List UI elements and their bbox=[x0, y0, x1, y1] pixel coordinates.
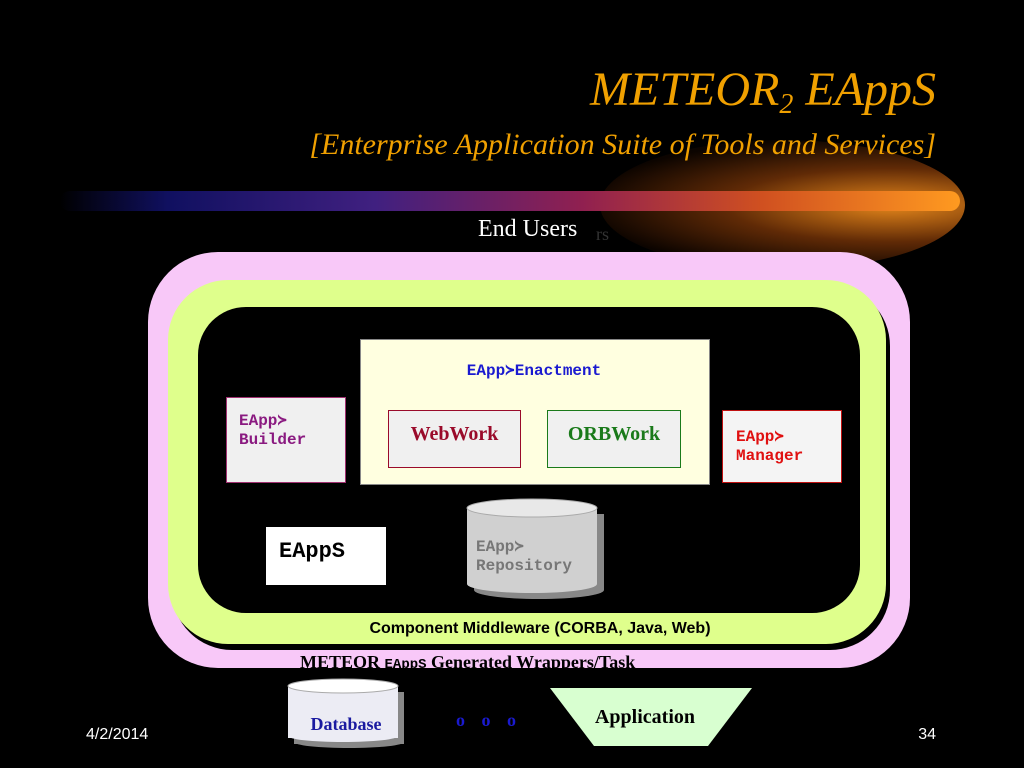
eapps-box bbox=[266, 527, 386, 585]
manager-box bbox=[722, 410, 842, 483]
title-subscript: 2 bbox=[779, 89, 794, 120]
ellipsis-dots: o o o bbox=[456, 710, 522, 730]
builder-label: EApp≻Builder bbox=[239, 412, 307, 450]
webwork-box bbox=[388, 410, 521, 468]
slide-title: METEOR2 EAppS bbox=[590, 63, 936, 120]
footer-date: 4/2/2014 bbox=[86, 726, 149, 743]
repository-cylinder-icon bbox=[466, 498, 604, 599]
middleware-label: Component Middleware (CORBA, Java, Web) bbox=[369, 620, 711, 637]
orbwork-box bbox=[547, 410, 681, 468]
webwork-label: WebWork bbox=[410, 423, 499, 445]
footer-page-number: 34 bbox=[918, 726, 936, 743]
database-label: Database bbox=[310, 714, 382, 734]
application-label: Application bbox=[594, 706, 696, 728]
builder-box bbox=[226, 397, 346, 483]
enactment-label: EApp≻Enactment bbox=[466, 362, 602, 380]
repository-label: EApp≻Repository bbox=[476, 538, 573, 576]
ghost-text: rs bbox=[596, 224, 609, 244]
manager-label: EApp≻Manager bbox=[736, 428, 804, 466]
orbwork-label: ORBWork bbox=[567, 423, 661, 445]
glow-bar-decoration bbox=[60, 191, 960, 211]
wrappers-label: METEOR EAppS Generated Wrappers/Task bbox=[300, 652, 636, 673]
eapps-label: EAppS bbox=[279, 539, 346, 564]
database-cylinder-icon bbox=[287, 678, 404, 748]
end-users-label: End Users bbox=[478, 216, 578, 242]
application-shape-icon bbox=[550, 688, 752, 746]
slide-subtitle: [Enterprise Application Suite of Tools a… bbox=[309, 128, 936, 161]
